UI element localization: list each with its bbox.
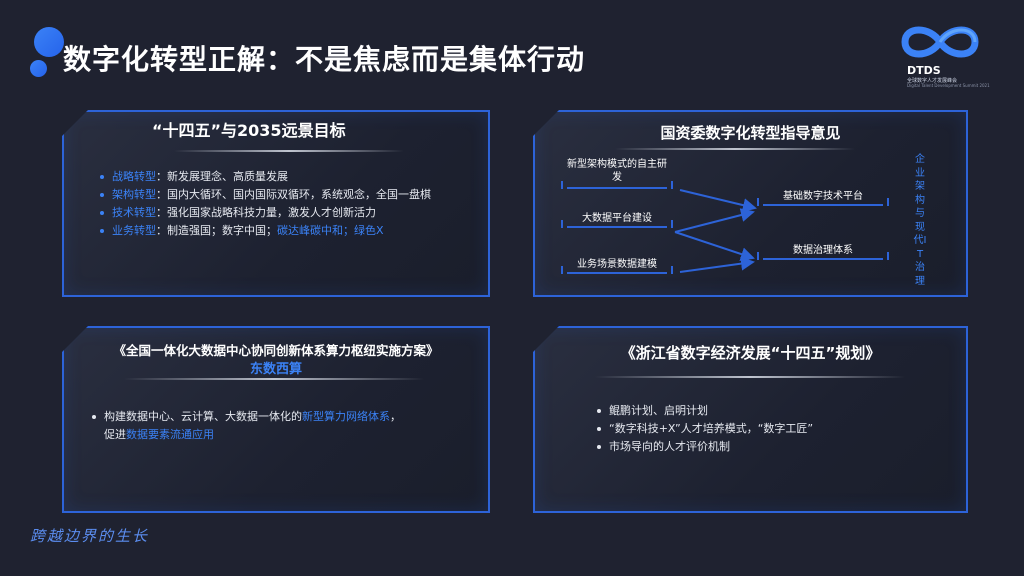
panel1-underline (174, 150, 404, 152)
list-item: 技术转型：强化国家战略科技力量，激发人才创新活力 (98, 204, 468, 222)
node-digital-tech-platform: 基础数字技术平台 (757, 190, 889, 206)
panel-fourteenth-plan: “十四五”与2035远景目标 战略转型：新发展理念、高质量发展 架构转型：国内大… (62, 110, 490, 297)
logo-subtitle-en: Digital Talent Development Summit 2021 (907, 83, 990, 88)
flow-arrows (674, 189, 757, 273)
node-business-data-modeling: 业务场景数据建模 (561, 258, 673, 274)
list-item: 业务转型：制造强国；数字中国；碳达峰碳中和；绿色X (98, 222, 468, 240)
footer-slogan: 跨越边界的生长 (30, 527, 150, 545)
panel4-underline (595, 376, 905, 378)
panel1-list: 战略转型：新发展理念、高质量发展 架构转型：国内大循环、国内国际双循环，系统观念… (98, 168, 468, 240)
node-bigdata-platform: 大数据平台建设 (561, 212, 673, 228)
dtds-logo: DTDS 全球数字人才发展峰会 Digital Talent Developme… (895, 20, 1005, 90)
page-title: 数字化转型正解：不是焦虑而是集体行动 (63, 43, 586, 76)
node-architecture-rnd: 新型架构模式的自主研发 (561, 158, 673, 189)
list-item: 市场导向的人才评价机制 (595, 438, 955, 456)
node-data-governance: 数据治理体系 (757, 244, 889, 260)
decor-circle-large (34, 27, 64, 57)
list-item: 架构转型：国内大循环、国内国际双循环，系统观念，全国一盘棋 (98, 186, 468, 204)
list-item: 构建数据中心、云计算、大数据一体化的新型算力网络体系，促进数据要素流通应用 (90, 408, 470, 444)
panel2-underline (615, 148, 855, 150)
list-item: 鲲鹏计划、启明计划 (595, 402, 955, 420)
panel-sasac-guidance: 国资委数字化转型指导意见 新型架构模式的自主研发 大数据平台建设 业务场景数据建… (533, 110, 968, 297)
panel4-list: 鲲鹏计划、启明计划 “数字科技+X”人才培养模式，“数字工匠” 市场导向的人才评… (595, 402, 955, 456)
panel3-subtitle: 东数西算 (249, 362, 302, 377)
list-item: 战略转型：新发展理念、高质量发展 (98, 168, 468, 186)
list-item: “数字科技+X”人才培养模式，“数字工匠” (595, 420, 955, 438)
panel1-title: “十四五”与2035远景目标 (152, 121, 346, 140)
infinity-logo-icon (901, 26, 979, 58)
panel2-title: 国资委数字化转型指导意见 (660, 124, 841, 142)
panel-zhejiang-plan: 《浙江省数字经济发展“十四五”规划》 鲲鹏计划、启明计划 “数字科技+X”人才培… (533, 326, 968, 513)
panel4-title: 《浙江省数字经济发展“十四五”规划》 (620, 344, 881, 362)
vertical-label-enterprise-architecture: 企业架构与现代IT治理 (913, 154, 927, 287)
logo-brand: DTDS (907, 64, 941, 77)
panel3-list: 构建数据中心、云计算、大数据一体化的新型算力网络体系，促进数据要素流通应用 (90, 408, 470, 444)
panel3-title: 《全国一体化大数据中心协同创新体系算力枢纽实施方案》 (113, 343, 439, 358)
logo-subtitle: 全球数字人才发展峰会 (907, 78, 958, 84)
panel3-underline (124, 378, 424, 380)
decor-circle-small (30, 60, 47, 77)
panel-computing-hub: 《全国一体化大数据中心协同创新体系算力枢纽实施方案》 东数西算 构建数据中心、云… (62, 326, 490, 513)
